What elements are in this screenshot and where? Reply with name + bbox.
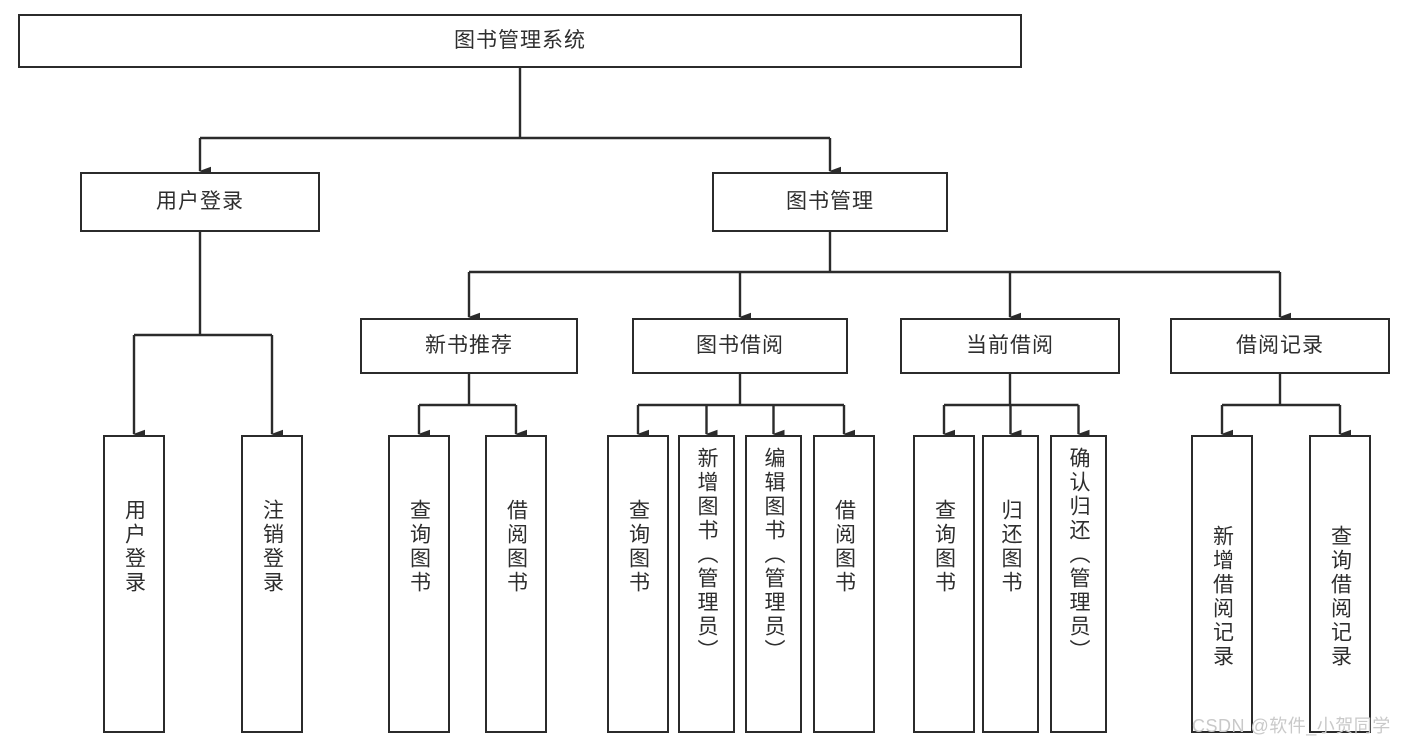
node-label: 查询借阅记录	[1328, 525, 1352, 669]
node-label: 当前借阅	[966, 333, 1054, 357]
node-l-qbook3[interactable]: 查询图书	[913, 435, 975, 733]
node-l-login[interactable]: 用户登录	[103, 435, 165, 733]
node-l-qbook2[interactable]: 查询图书	[607, 435, 669, 733]
node-login[interactable]: 用户登录	[80, 172, 320, 232]
node-label: 查询图书	[626, 499, 650, 595]
node-label: 归还图书	[999, 499, 1022, 595]
node-label: 用户登录	[122, 499, 146, 595]
node-l-qrec[interactable]: 查询借阅记录	[1309, 435, 1371, 733]
node-label: 注销登录	[260, 499, 284, 595]
node-current[interactable]: 当前借阅	[900, 318, 1120, 374]
node-l-confirm[interactable]: 确认归还（管理员）	[1050, 435, 1107, 733]
node-label: 借阅图书	[832, 499, 856, 595]
node-l-addbook[interactable]: 新增图书（管理员）	[678, 435, 735, 733]
node-label: 图书借阅	[696, 333, 784, 357]
node-label: 新增图书（管理员）	[695, 447, 718, 663]
node-label: 图书管理系统	[454, 28, 586, 52]
node-l-return[interactable]: 归还图书	[982, 435, 1039, 733]
node-root[interactable]: 图书管理系统	[18, 14, 1022, 68]
node-l-addrec[interactable]: 新增借阅记录	[1191, 435, 1253, 733]
node-l-qbook1[interactable]: 查询图书	[388, 435, 450, 733]
node-label: 借阅图书	[504, 499, 528, 595]
node-label: 借阅记录	[1236, 333, 1324, 357]
node-borrow[interactable]: 图书借阅	[632, 318, 848, 374]
watermark: CSDN @软件_小贺同学	[1192, 716, 1391, 736]
node-label: 查询图书	[407, 499, 431, 595]
node-label: 查询图书	[932, 499, 956, 595]
node-label: 新增借阅记录	[1210, 525, 1234, 669]
node-label: 新书推荐	[425, 333, 513, 357]
connector-paths	[132, 68, 1351, 439]
node-records[interactable]: 借阅记录	[1170, 318, 1390, 374]
node-l-editbook[interactable]: 编辑图书（管理员）	[745, 435, 802, 733]
node-label: 用户登录	[156, 189, 244, 213]
node-bookmgmt[interactable]: 图书管理	[712, 172, 948, 232]
node-l-logout[interactable]: 注销登录	[241, 435, 303, 733]
node-l-bbook1[interactable]: 借阅图书	[485, 435, 547, 733]
node-label: 编辑图书（管理员）	[762, 447, 785, 663]
node-newbook[interactable]: 新书推荐	[360, 318, 578, 374]
node-l-bbook2[interactable]: 借阅图书	[813, 435, 875, 733]
node-label: 图书管理	[786, 189, 874, 213]
node-label: 确认归还（管理员）	[1067, 447, 1090, 663]
